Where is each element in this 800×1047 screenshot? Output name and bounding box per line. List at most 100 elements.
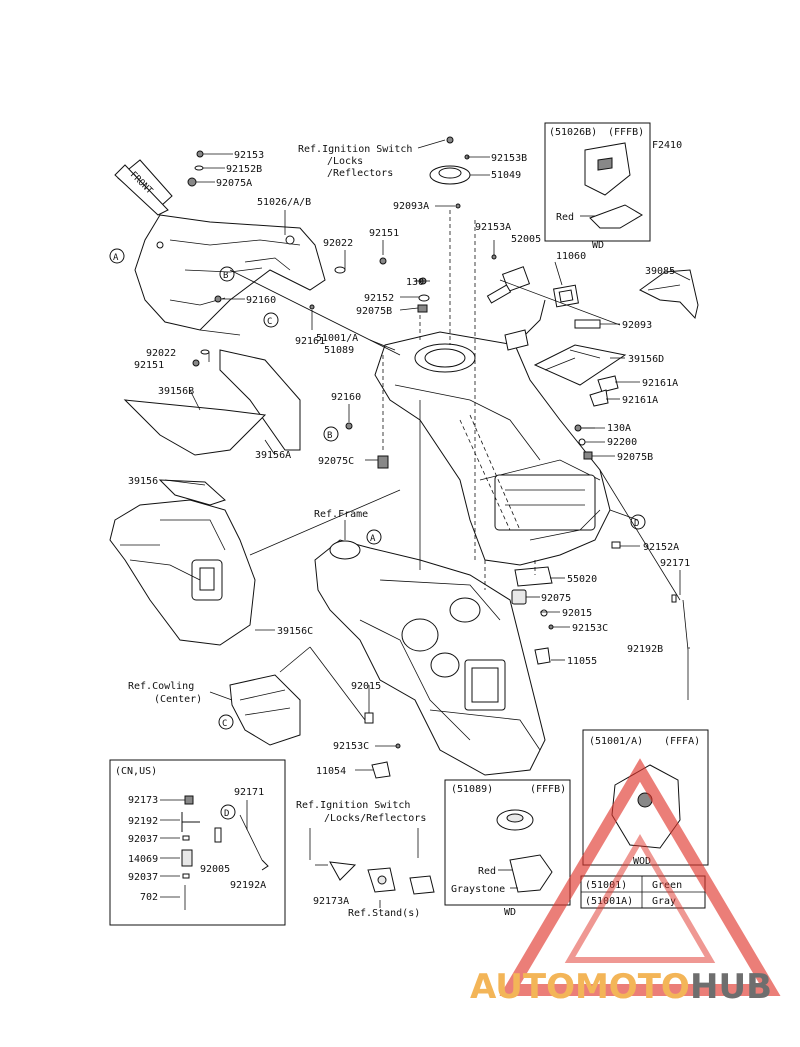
grommet-92075Bb <box>583 451 593 460</box>
ign-group-ref-stand: Ref.Stand(s) <box>348 908 420 919</box>
ref-cowling-center <box>229 674 301 746</box>
fastener-92153 <box>196 150 204 158</box>
label-11055: 11055 <box>567 656 597 667</box>
label-130: 130 <box>406 277 424 288</box>
part-labels: 92153 92152B 92075A 51026/A/B 92022 9215… <box>128 144 690 777</box>
bracket-11054 <box>371 743 401 779</box>
inset-51001: (51001/A) (FFFA) WOD (51001) Green (5100… <box>580 729 709 909</box>
label-92171: 92171 <box>660 558 690 569</box>
fastener-92160b <box>345 422 353 430</box>
pad-39156C <box>109 499 256 646</box>
label-51026AB: 51026/A/B <box>257 197 311 208</box>
label-52005: 52005 <box>511 234 541 245</box>
collar-92200 <box>578 438 586 446</box>
label-51001A: 51001/A <box>316 333 358 344</box>
label-51089: 51089 <box>324 345 354 356</box>
fuel-cap-51049 <box>429 136 471 209</box>
inset-51026B: (51026B) (FFFB) F2410 Red WD <box>544 122 682 251</box>
circle-ref-c2: C <box>222 719 227 729</box>
label-130A: 130A <box>607 423 631 434</box>
circle-ref-b1: B <box>223 271 228 281</box>
label-39156D: 39156D <box>628 354 664 365</box>
inset-51001-color: (FFFA) <box>664 736 700 747</box>
fastener-92160a <box>214 295 222 303</box>
circle-ref-a1: A <box>113 253 119 263</box>
label-92153C-b: 92153C <box>333 741 369 752</box>
ign-group-92173A: 92173A <box>313 896 349 907</box>
inset-51026B-color: (FFFB) <box>608 127 644 138</box>
label-39156A: 39156A <box>255 450 291 461</box>
label-92075B: 92075B <box>356 306 392 317</box>
frame <box>314 539 546 776</box>
inset-cnus-92005: 92005 <box>200 864 230 875</box>
inset-51026B-code: (51026B) <box>549 127 597 138</box>
label-11054: 11054 <box>316 766 346 777</box>
label-92153: 92153 <box>234 150 264 161</box>
inset-51001-row1-part: (51001) <box>585 880 627 891</box>
label-92160-a: 92160 <box>246 295 276 306</box>
grommet-92075C <box>377 455 389 469</box>
inset-cnus-title: (CN,US) <box>115 766 157 777</box>
label-92075B-b: 92075B <box>617 452 653 463</box>
label-92152: 92152 <box>364 293 394 304</box>
inset-cnus-14069: 14069 <box>128 854 158 865</box>
grommet-92075B <box>417 304 428 313</box>
label-92093A: 92093A <box>393 201 429 212</box>
inset-51026B-wd: WD <box>592 240 604 251</box>
fastener-92022b <box>200 349 210 355</box>
label-92153A: 92153A <box>475 222 511 233</box>
seal-92093 <box>574 319 601 329</box>
inset-51089-graystone: Graystone <box>451 884 505 895</box>
fastener-92022a <box>334 266 346 274</box>
circle-ref-d1: D <box>634 519 639 529</box>
circle-ref-a2: A <box>370 534 376 544</box>
label-92160-b: 92160 <box>331 392 361 403</box>
inset-51001-row2-color: Gray <box>652 896 676 907</box>
circle-ref-c1: C <box>267 317 272 327</box>
ign-group-line1: Ref.Ignition Switch <box>296 800 410 811</box>
label-92022-a: 92022 <box>323 238 353 249</box>
label-11060: 11060 <box>556 251 586 262</box>
inset-cnus-92192: 92192 <box>128 816 158 827</box>
hose-92171 <box>671 594 689 700</box>
fastener-92152A <box>611 541 621 549</box>
circle-ref-b2: B <box>327 431 332 441</box>
pad-55020 <box>514 566 553 587</box>
inset-51001-wod: WOD <box>633 856 651 867</box>
left-side-cover-51026 <box>134 214 326 331</box>
inset-51001-row2-part: (51001A) <box>585 896 633 907</box>
ign-group-line2: /Locks/Reflectors <box>324 813 426 824</box>
inset-cnus-92037-b: 92037 <box>128 872 158 883</box>
grommet-92075 <box>511 589 527 605</box>
guide-lines <box>199 210 681 721</box>
fastener-92152B <box>194 165 204 171</box>
label-92075C: 92075C <box>318 456 354 467</box>
inset-cnus-92173: 92173 <box>128 795 158 806</box>
label-92161A-2: 92161A <box>622 395 658 406</box>
label-ref-ign-3: /Reflectors <box>327 168 393 179</box>
label-92161: 92161 <box>295 336 325 347</box>
label-55020: 55020 <box>567 574 597 585</box>
inset-51089-code: (51089) <box>451 784 493 795</box>
label-92152A: 92152A <box>643 542 679 553</box>
inset-51089-color: (FFFB) <box>530 784 566 795</box>
label-ref-frame: Ref.Frame <box>314 509 368 520</box>
label-92075: 92075 <box>541 593 571 604</box>
label-ref-ign-2: /Locks <box>327 156 363 167</box>
label-92093: 92093 <box>622 320 652 331</box>
label-92153C: 92153C <box>572 623 608 634</box>
pad-39156A <box>219 349 301 451</box>
watermark-text-1: AUTOMOTO <box>470 967 690 1007</box>
label-92152B: 92152B <box>226 164 262 175</box>
inset-51001-code: (51001/A) <box>589 736 643 747</box>
label-39156C: 39156C <box>277 626 313 637</box>
label-92161A-1: 92161A <box>642 378 678 389</box>
label-92151-b: 92151 <box>134 360 164 371</box>
inset-cn-us: (CN,US) 92173 92192 92037 14069 92037 70… <box>109 759 286 926</box>
label-92192B: 92192B <box>627 644 663 655</box>
cover-39085 <box>639 269 699 320</box>
inset-51089-red: Red <box>478 866 496 877</box>
bracket-11055 <box>534 609 554 665</box>
